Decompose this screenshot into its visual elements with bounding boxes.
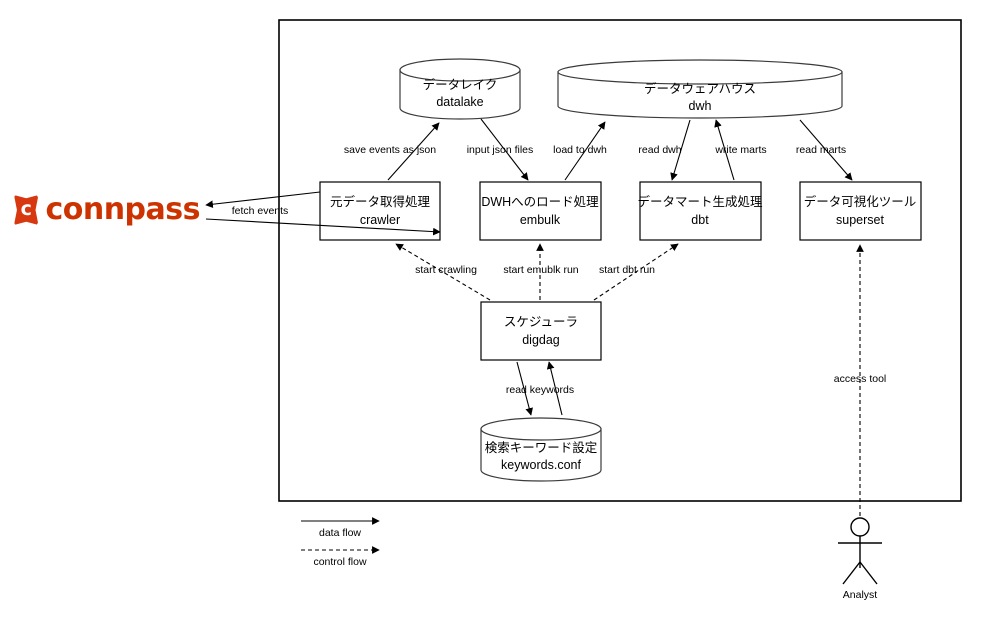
node-crawler-title-en: crawler: [360, 213, 400, 227]
edge-start-emublk-run-label: start emublk run: [503, 264, 578, 276]
legend-item-control-flow: control flow: [301, 546, 380, 568]
legend-item-data-flow: data flow: [301, 517, 380, 539]
edge-read-keywords-label: read keywords: [506, 384, 574, 396]
connpass-logo-mark-shape: [14, 195, 39, 225]
edge-fetch-events-label: fetch events: [232, 205, 289, 217]
edge-save-events-as-json-label: save events as json: [344, 144, 436, 156]
node-dbt[interactable]: データマート生成処理 dbt: [637, 181, 763, 241]
node-digdag-title-en: digdag: [522, 333, 560, 347]
node-digdag-title-jp: スケジューラ: [504, 315, 578, 329]
connpass-logo-mark-letter: c: [20, 198, 32, 220]
node-embulk-title-en: embulk: [520, 213, 561, 227]
node-digdag[interactable]: スケジューラ digdag: [480, 301, 602, 361]
edge-start-dbt-run: start dbt run: [593, 243, 679, 301]
edge-start-crawling-label: start crawling: [415, 264, 477, 276]
actor-analyst-label: Analyst: [843, 589, 878, 601]
edge-start-crawling: start crawling: [395, 243, 491, 301]
edge-start-emublk-run: start emublk run: [503, 243, 579, 300]
edge-input-json-files-label: input json files: [467, 144, 534, 156]
node-superset-title-jp: データ可視化ツール: [804, 194, 917, 209]
node-dwh-title-en: dwh: [689, 99, 712, 113]
legend-control-flow-label: control flow: [313, 556, 367, 568]
edge-access-tool: access tool: [834, 244, 887, 516]
edge-fetch-events: fetch events: [205, 191, 441, 236]
edge-read-keywords: read keywords: [506, 361, 574, 416]
node-superset[interactable]: データ可視化ツール superset: [799, 181, 922, 241]
node-datalake-title-en: datalake: [436, 95, 483, 109]
node-dbt-title-en: dbt: [691, 213, 709, 227]
connpass-logo-text: connpass: [45, 192, 200, 227]
edge-input-json-files: input json files: [467, 118, 534, 181]
edge-read-dwh: read dwh: [638, 119, 691, 181]
node-crawler-title-jp: 元データ取得処理: [330, 194, 431, 209]
actor-analyst[interactable]: Analyst: [838, 517, 882, 601]
edge-write-marts-label: write marts: [714, 144, 766, 156]
connpass-logo-icon: c: [14, 195, 39, 225]
node-dbt-title-jp: データマート生成処理: [637, 194, 763, 209]
edge-write-marts: write marts: [714, 119, 767, 181]
node-datalake[interactable]: データレイク datalake: [399, 58, 521, 120]
edge-access-tool-label: access tool: [834, 373, 887, 385]
system-boundary: [278, 19, 962, 502]
node-dwh-title-jp: データウェアハウス: [644, 81, 756, 96]
edge-read-marts-label: read marts: [796, 144, 846, 156]
node-keywords-title-en: keywords.conf: [501, 458, 581, 472]
node-crawler[interactable]: 元データ取得処理 crawler: [319, 181, 441, 241]
edge-load-to-dwh: load to dwh: [553, 121, 607, 181]
edge-read-marts: read marts: [796, 119, 853, 181]
edge-read-dwh-label: read dwh: [638, 144, 681, 156]
legend: data flow control flow: [301, 517, 380, 568]
edge-load-to-dwh-label: load to dwh: [553, 144, 607, 156]
node-superset-title-en: superset: [836, 213, 884, 227]
node-datalake-title-jp: データレイク: [423, 77, 498, 92]
node-embulk[interactable]: DWHへのロード処理 embulk: [479, 181, 602, 241]
node-dwh[interactable]: データウェアハウス dwh: [557, 59, 843, 119]
external-system-connpass[interactable]: c connpass: [14, 191, 200, 229]
legend-data-flow-label: data flow: [319, 527, 361, 539]
edge-start-dbt-run-label: start dbt run: [599, 264, 655, 276]
node-embulk-title-jp: DWHへのロード処理: [481, 195, 599, 209]
node-keywords-title-jp: 検索キーワード設定: [485, 440, 598, 455]
edge-save-events-as-json: save events as json: [344, 122, 440, 181]
node-keywords[interactable]: 検索キーワード設定 keywords.conf: [480, 417, 602, 482]
